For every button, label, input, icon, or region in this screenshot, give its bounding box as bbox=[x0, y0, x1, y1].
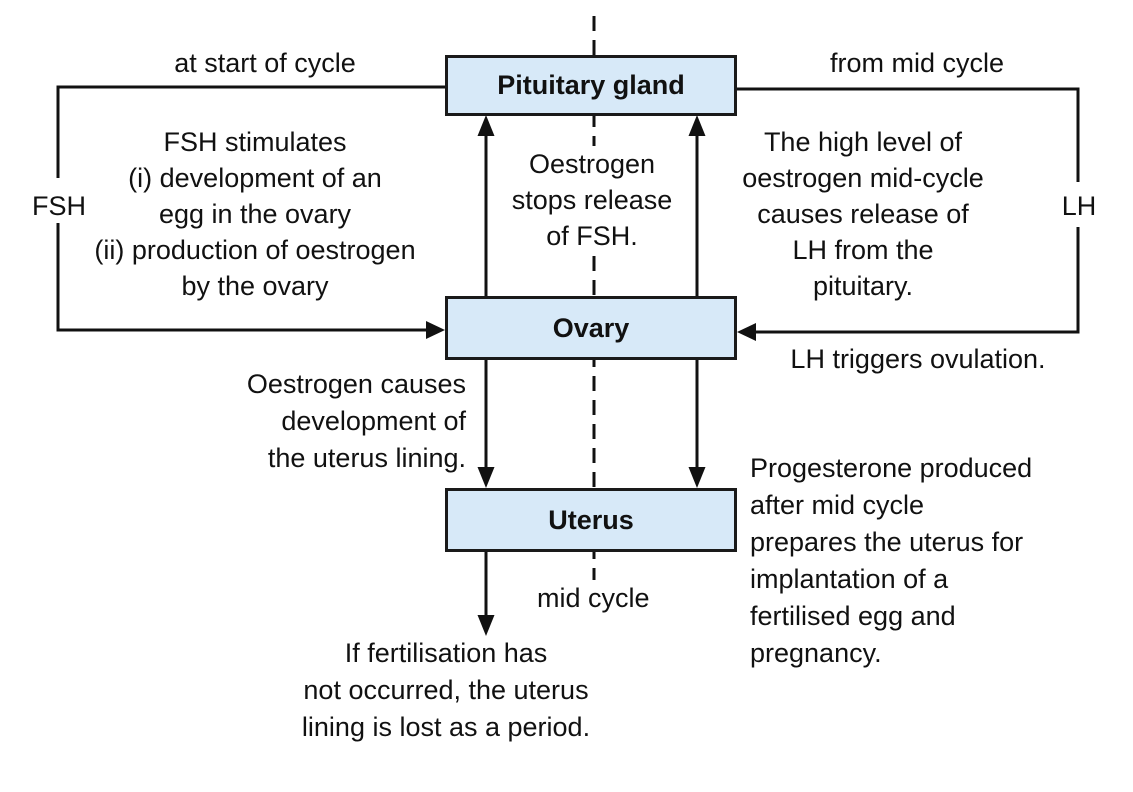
oestrogen-uterus-lining-annotation: Oestrogen causes development of the uter… bbox=[246, 369, 466, 473]
ovary-to-uterus-arrow-left bbox=[477, 360, 495, 488]
mid-cycle-label: mid cycle bbox=[537, 583, 650, 613]
ovary-to-uterus-arrow-right bbox=[688, 360, 706, 488]
if-fertilisation-annotation: If fertilisation has not occurred, the u… bbox=[301, 638, 591, 742]
pituitary-gland-box: Pituitary gland bbox=[445, 55, 737, 116]
ovary-box: Ovary bbox=[445, 296, 737, 360]
lh-pathway-arrow bbox=[737, 87, 1080, 341]
lh-triggers-ovulation-annotation: LH triggers ovulation. bbox=[790, 344, 1046, 374]
oestrogen-feedback-arrow-right bbox=[688, 115, 706, 296]
fsh-label: FSH bbox=[32, 191, 86, 221]
fsh-pathway-arrow bbox=[56, 85, 445, 339]
ovary-label: Ovary bbox=[552, 312, 630, 343]
oestrogen-feedback-arrow-left bbox=[477, 115, 495, 296]
progesterone-annotation: Progesterone produced after mid cycle pr… bbox=[750, 453, 1033, 668]
high-oestrogen-lh-annotation: The high level of oestrogen mid-cycle ca… bbox=[742, 127, 984, 301]
lh-label: LH bbox=[1061, 191, 1097, 221]
at-start-of-cycle-label: at start of cycle bbox=[174, 48, 356, 78]
pituitary-gland-label: Pituitary gland bbox=[497, 70, 685, 100]
oestrogen-stops-fsh-annotation: Oestrogen stops release of FSH. bbox=[497, 146, 687, 254]
uterus-label: Uterus bbox=[548, 504, 634, 535]
from-mid-cycle-label: from mid cycle bbox=[829, 48, 1005, 78]
uterus-period-arrow bbox=[477, 552, 495, 636]
fsh-stimulates-annotation: FSH stimulates (i) development of an egg… bbox=[94, 127, 416, 301]
uterus-box: Uterus bbox=[445, 488, 737, 552]
